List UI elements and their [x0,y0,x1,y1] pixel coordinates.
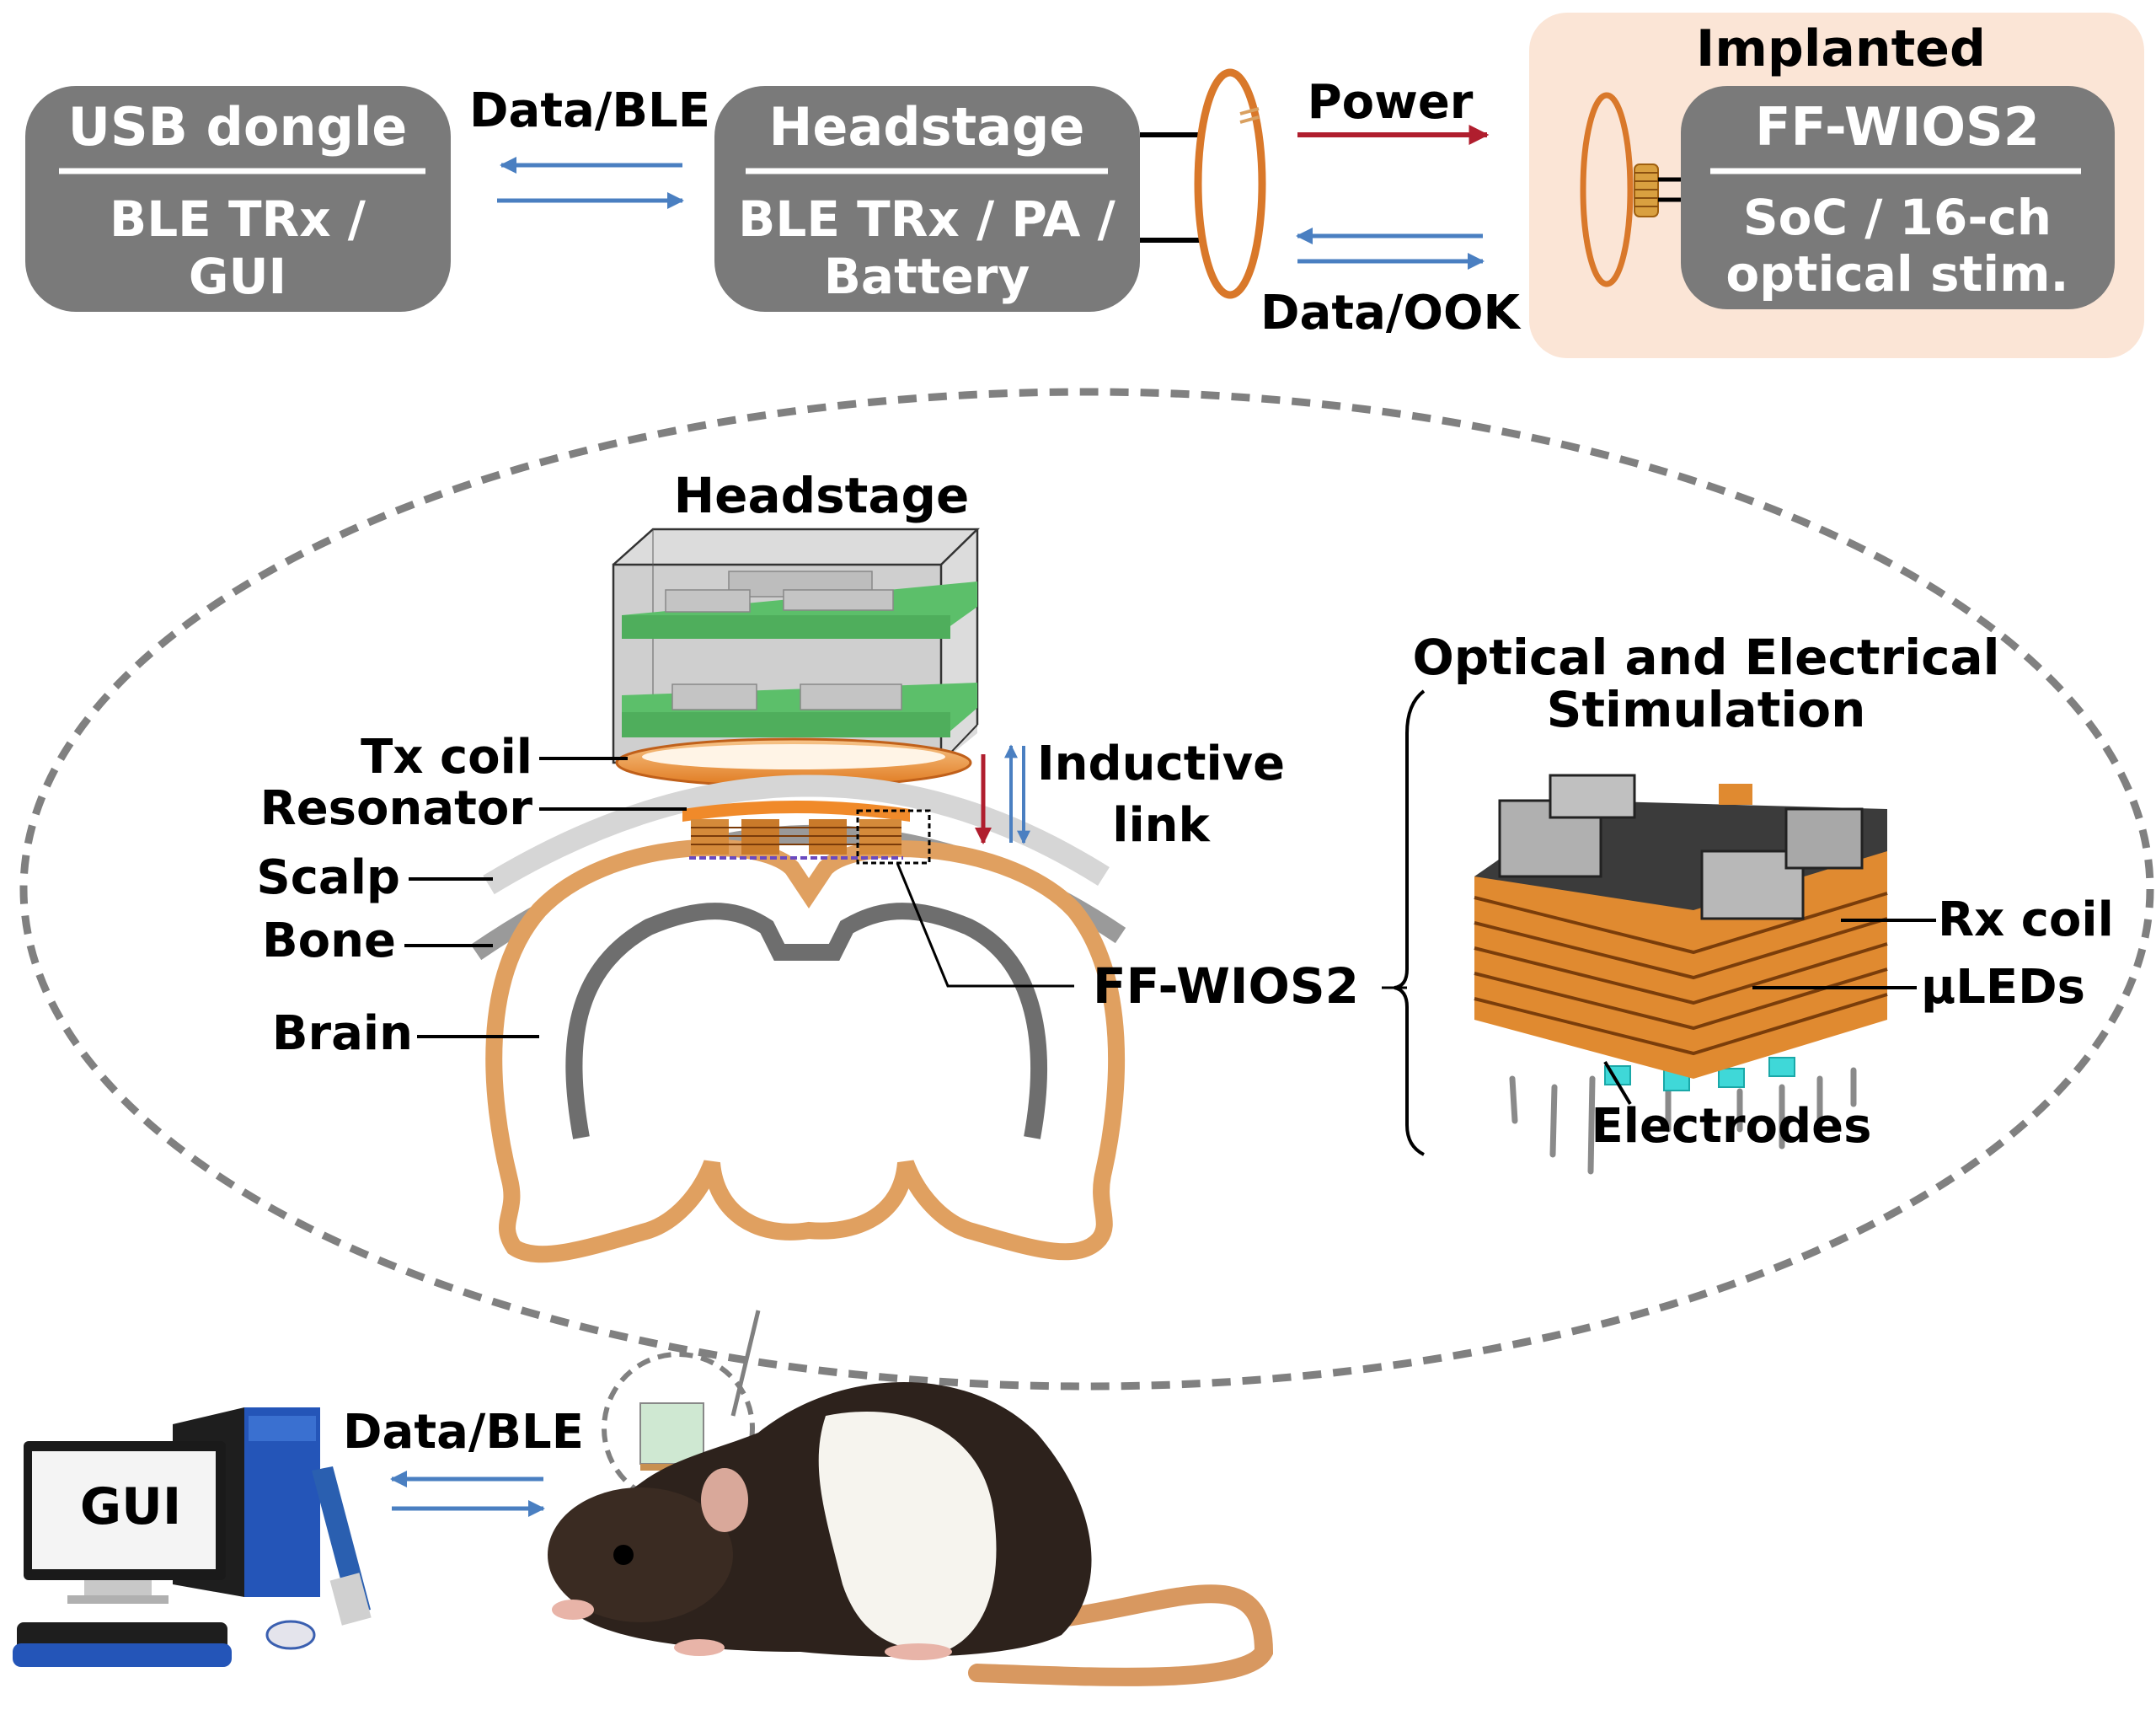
resonator-label: Resonator [260,781,533,836]
headstage-3d-icon [612,528,981,764]
usb-dongle-line1: BLE TRx / [110,190,366,248]
gui-screen-label: GUI [80,1477,181,1536]
tx-coil-ring-inner [642,744,945,769]
chip-title-line1: Optical and Electrical [1413,629,2000,686]
ff-wios2-box [1681,86,2115,309]
usb-dongle-title: USB dongle [68,96,408,158]
brain-label: Brain [272,1006,413,1061]
usb-dongle-block: USB dongle BLE TRx / GUI [25,86,451,312]
usb-dongle-line2: GUI [189,248,286,305]
bottom-ble-label: Data/BLE [343,1405,584,1460]
implanted-region: Implanted FF-WIOS2 SoC / 16-ch optical s… [1529,13,2144,358]
rat-icon [548,1382,1274,1686]
rx-coil-icon [1580,92,1634,287]
resonator-implant-icon [682,801,910,860]
inductive-link-label-1: Inductive [1037,737,1285,791]
ff-wios2-line1: SoC / 16-ch [1743,189,2052,246]
tx-coil-icon [1194,68,1266,299]
chip-title-line2: Stimulation [1547,681,1866,738]
tx-coil-label: Tx coil [361,730,532,785]
ff-wios2-highlight-box [856,809,931,865]
chip-detail-brace [1394,689,1426,1156]
electrodes-leader [1603,1060,1632,1106]
usb-dongle-box [25,86,451,312]
electrodes-label: Electrodes [1592,1099,1872,1154]
headstage-box [714,86,1140,312]
headstage-title: Headstage [769,96,1085,158]
inductive-link-label-2: link [1112,798,1211,853]
uleds-label: μLEDs [1921,960,2085,1015]
resonator-spring-icon [1634,163,1659,217]
implanted-label: Implanted [1696,19,1986,78]
headstage-block: Headstage BLE TRx / PA / Battery [714,86,1140,312]
scalp-label: Scalp [256,850,400,905]
rx-coil-label: Rx coil [1938,892,2114,947]
brain-outline [485,839,1126,1263]
headstage-line2: Battery [824,248,1030,305]
headstage-3d-label: Headstage [674,467,970,524]
tx-coil-terminal [1239,107,1260,124]
power-label: Power [1308,75,1474,130]
computer-icon [13,1407,372,1667]
ff-wios2-label: FF-WIOS2 [1093,957,1359,1015]
ff-wios2-line2: optical stim. [1725,245,2068,303]
headstage-line1: BLE TRx / PA / [738,190,1115,248]
rat-headstage-icon [639,1402,704,1465]
ook-label: Data/OOK [1260,286,1522,340]
ff-wios2-leader [896,862,1074,988]
ff-wios2-title: FF-WIOS2 [1755,96,2040,158]
zoom-callout-ellipse [19,388,2154,1391]
callout-connector [730,1310,761,1417]
ble-link-label: Data/BLE [469,83,710,138]
chip-3d-icon [1474,774,1888,1175]
bone-label: Bone [262,914,396,968]
